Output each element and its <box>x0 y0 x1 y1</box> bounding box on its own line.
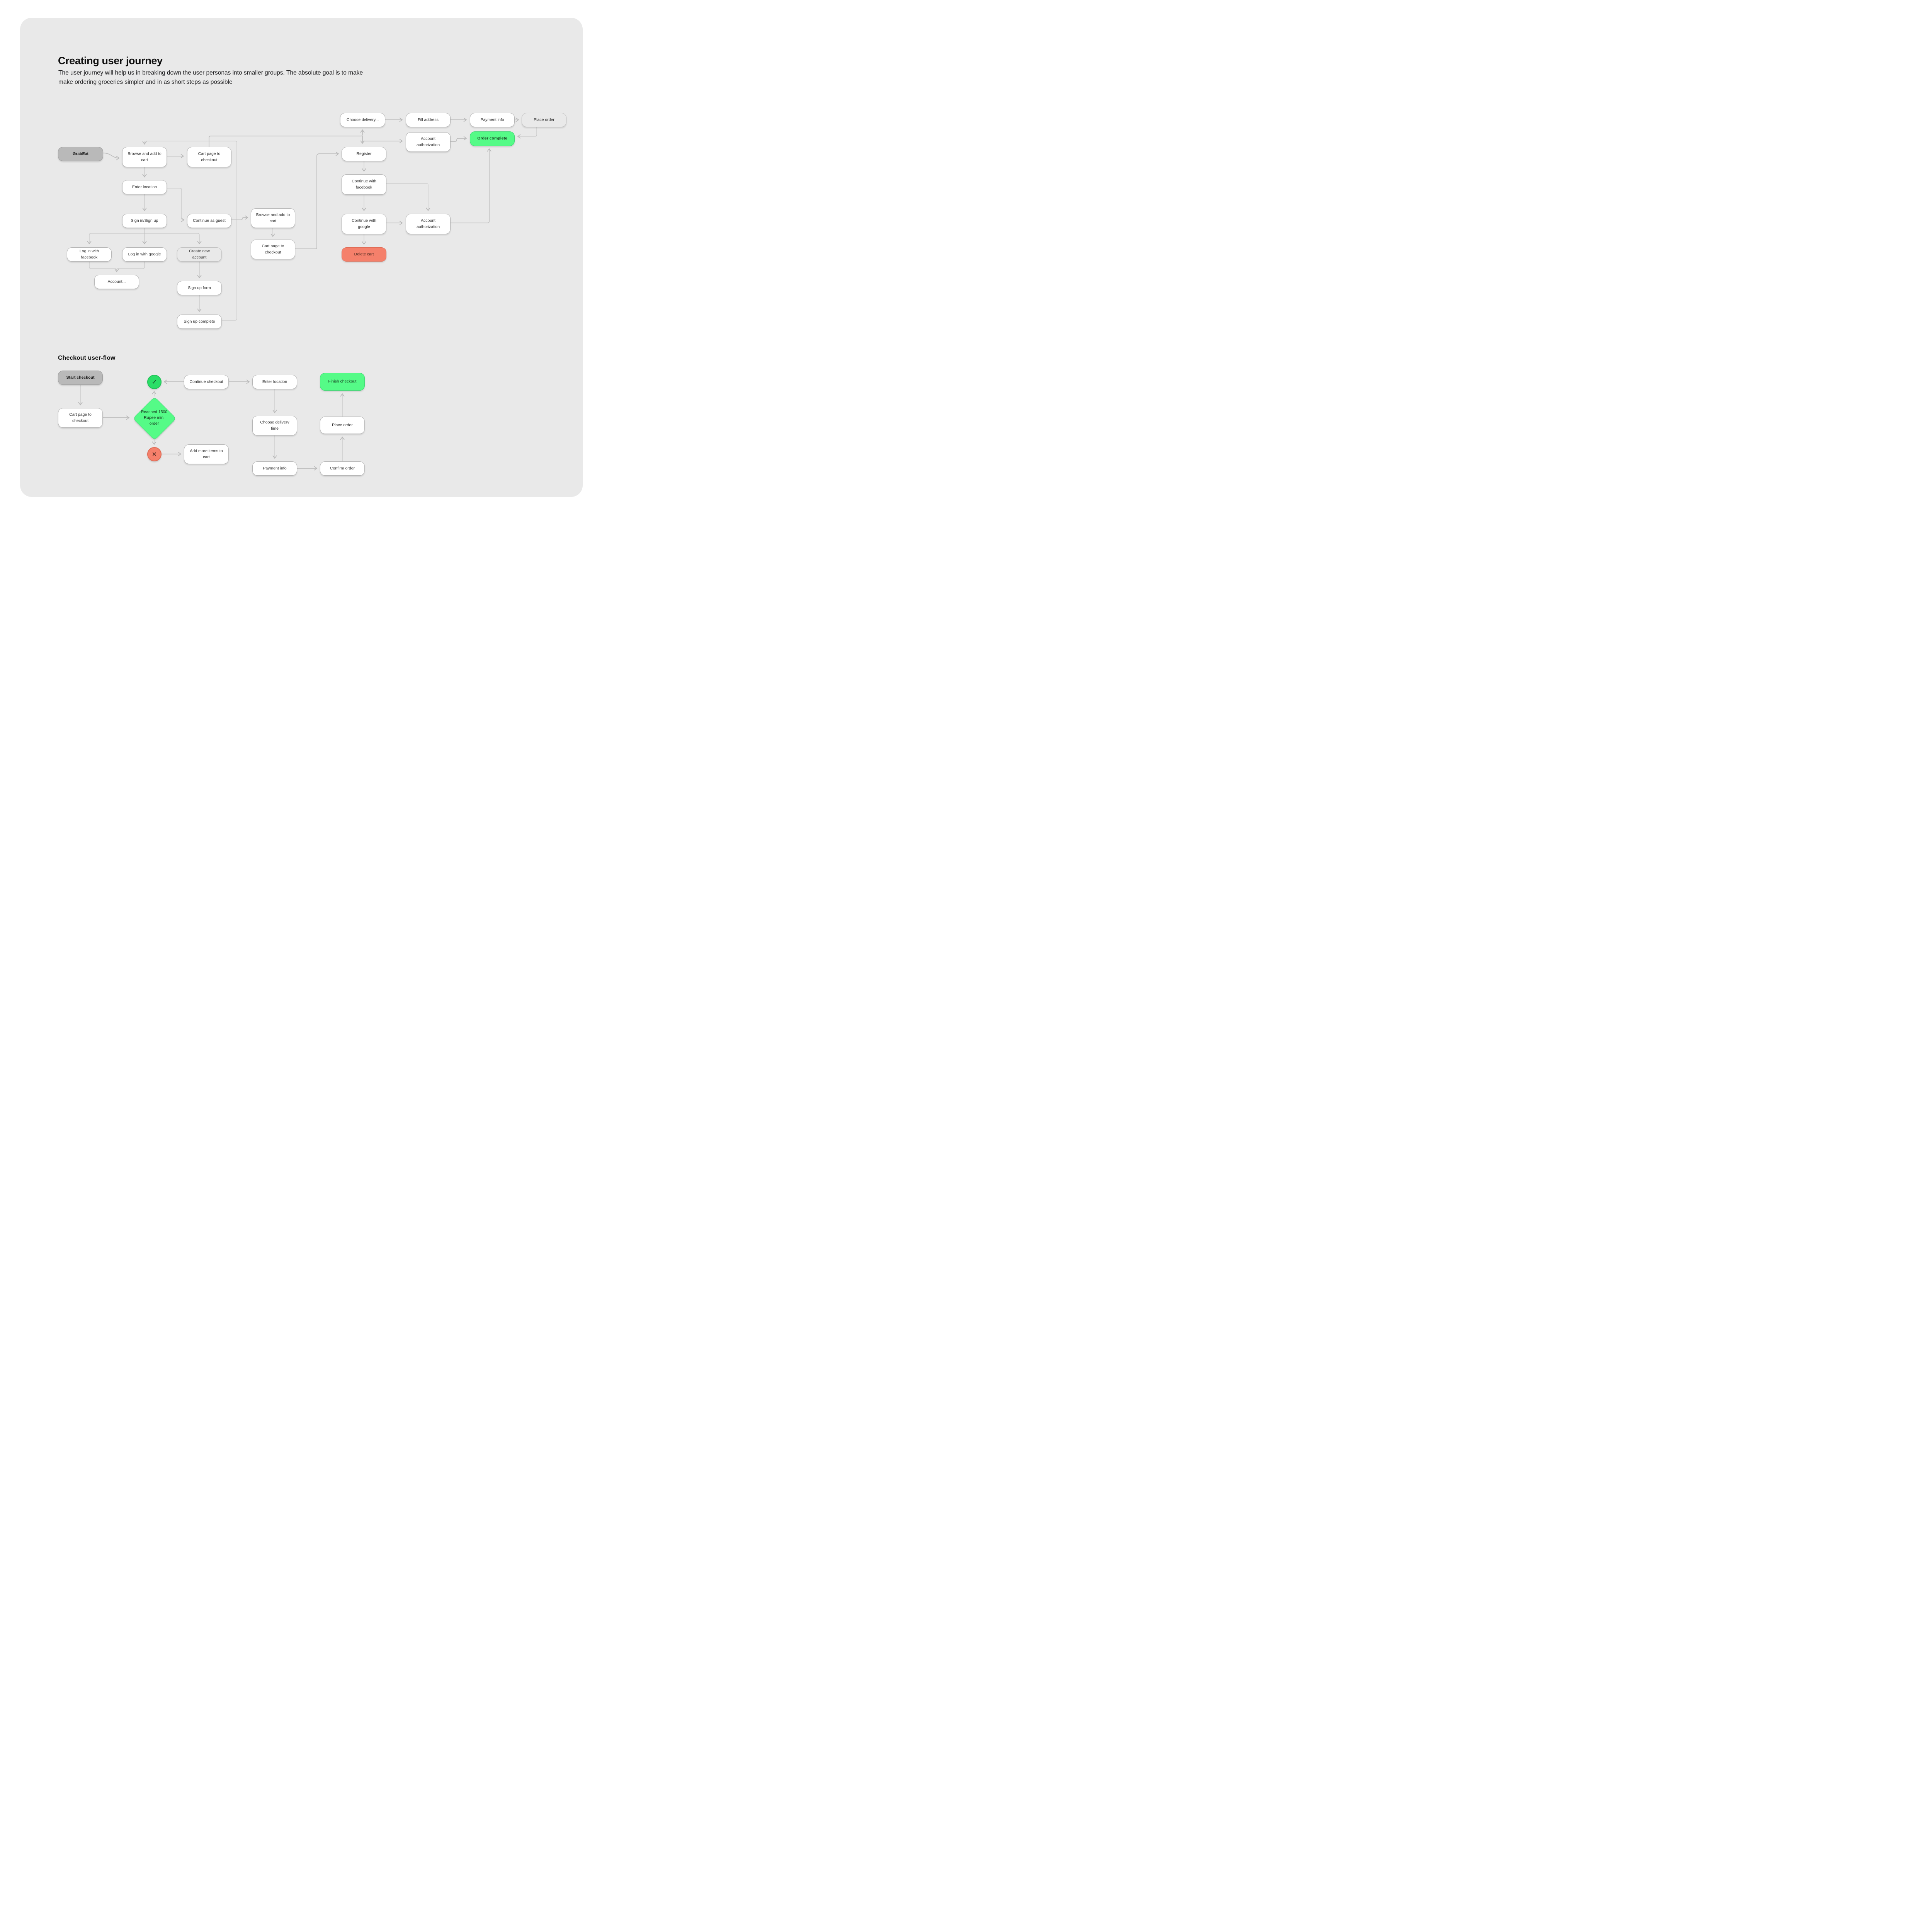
page-subtitle-line2: make ordering groceries simpler and in a… <box>58 79 233 85</box>
node-label: Sign up complete <box>184 319 215 324</box>
node-label: GrabEat <box>73 151 88 156</box>
node-delete-cart[interactable]: Delete cart <box>342 247 386 262</box>
node-label: Account authorization <box>416 218 440 229</box>
node-label: Start checkout <box>66 375 95 380</box>
node-place-order-1[interactable]: Place order <box>522 113 566 127</box>
node-label: Sign in/Sign up <box>131 218 158 223</box>
node-continue-with-google[interactable]: Continue with google <box>342 214 386 234</box>
node-label: Sign up form <box>188 285 211 290</box>
node-label: Browse and add to cart <box>128 151 162 162</box>
node-place-order-2[interactable]: Place order <box>320 417 365 434</box>
node-finish-checkout[interactable]: Finish checkout <box>320 373 365 391</box>
node-enter-location-2[interactable]: Enter location <box>252 375 297 389</box>
node-label: Finish checkout <box>328 379 357 384</box>
diagram-panel <box>20 18 583 497</box>
node-label: Continue checkout <box>189 379 223 384</box>
node-login-google[interactable]: Log in with google <box>122 247 167 262</box>
node-label: Confirm order <box>330 466 355 471</box>
node-label: Browse and add to cart <box>256 212 290 223</box>
node-cart-page-checkout-3[interactable]: Cart page to checkout <box>58 408 103 428</box>
node-label: Cart page to checkout <box>198 151 221 162</box>
node-label: Order complete <box>477 136 507 141</box>
node-register[interactable]: Register <box>342 147 386 161</box>
node-browse-add-cart-2[interactable]: Browse and add to cart <box>251 208 295 228</box>
node-label: Cart page to checkout <box>262 243 284 255</box>
node-label: Delete cart <box>354 252 374 257</box>
node-create-new-account[interactable]: Create new account <box>177 247 222 262</box>
node-label: Payment info <box>263 466 287 471</box>
check-icon: ✓ <box>151 379 157 386</box>
decision-reached-min-order[interactable]: Reached 1500 Rupee min. order <box>133 396 177 440</box>
node-label: Choose delivery time <box>260 420 289 431</box>
node-sign-up-form[interactable]: Sign up form <box>177 281 222 295</box>
node-label: Enter location <box>132 184 157 189</box>
node-label: Choose delivery... <box>346 117 379 122</box>
node-label: Create new account <box>189 248 210 260</box>
node-payment-info-2[interactable]: Payment info <box>252 461 297 476</box>
node-choose-delivery-time[interactable]: Choose delivery time <box>252 416 297 435</box>
node-sign-up-complete[interactable]: Sign up complete <box>177 315 222 329</box>
node-browse-add-cart-1[interactable]: Browse and add to cart <box>122 147 167 167</box>
node-fill-address[interactable]: Fill address <box>406 113 451 127</box>
node-sign-in-sign-up[interactable]: Sign in/Sign up <box>122 214 167 228</box>
node-cart-page-checkout-2[interactable]: Cart page to checkout <box>251 240 295 259</box>
node-label: Continue with facebook <box>352 179 376 190</box>
node-label: Add more items to cart <box>190 448 223 459</box>
cross-circle[interactable]: ✕ <box>147 447 162 461</box>
figjam-canvas[interactable]: Creating user journey The user journey w… <box>0 0 602 514</box>
node-label: Continue with google <box>352 218 376 229</box>
node-label: Log in with google <box>128 252 161 257</box>
node-label: Register <box>356 151 372 156</box>
node-grabeat[interactable]: GrabEat <box>58 147 103 161</box>
node-continue-checkout[interactable]: Continue checkout <box>184 375 229 389</box>
node-payment-info-1[interactable]: Payment info <box>470 113 515 127</box>
section-title-checkout-flow: Checkout user-flow <box>58 355 116 361</box>
node-label: Continue as guest <box>193 218 226 223</box>
node-account-authorization-2[interactable]: Account authorization <box>406 214 451 234</box>
page-title: Creating user journey <box>58 55 163 66</box>
page-subtitle-line1: The user journey will help us in breakin… <box>58 70 363 76</box>
node-add-more-items[interactable]: Add more items to cart <box>184 444 229 464</box>
node-cart-page-checkout-1[interactable]: Cart page to checkout <box>187 147 231 167</box>
node-account-authorization-1[interactable]: Account authorization <box>406 132 451 152</box>
node-confirm-order[interactable]: Confirm order <box>320 461 365 476</box>
node-login-facebook[interactable]: Log in with facebook <box>67 247 112 262</box>
check-circle[interactable]: ✓ <box>147 375 162 389</box>
node-label: Enter location <box>262 379 287 384</box>
node-start-checkout[interactable]: Start checkout <box>58 371 103 385</box>
node-choose-delivery[interactable]: Choose delivery... <box>340 113 385 127</box>
node-enter-location-1[interactable]: Enter location <box>122 180 167 194</box>
node-continue-as-guest[interactable]: Continue as guest <box>187 214 231 228</box>
node-order-complete[interactable]: Order complete <box>470 131 515 146</box>
node-account-ellipsis[interactable]: Account... <box>94 275 139 289</box>
node-label: Log in with facebook <box>79 248 99 260</box>
node-label: Place order <box>332 422 353 427</box>
node-continue-with-facebook[interactable]: Continue with facebook <box>342 174 386 195</box>
node-label: Place order <box>534 117 554 122</box>
x-icon: ✕ <box>151 451 157 458</box>
node-label: Fill address <box>418 117 439 122</box>
node-label: Cart page to checkout <box>69 412 92 423</box>
node-label: Account authorization <box>416 136 440 147</box>
node-label: Payment info <box>480 117 504 122</box>
node-label: Reached 1500 Rupee min. order <box>141 410 168 426</box>
node-label: Account... <box>107 279 126 284</box>
